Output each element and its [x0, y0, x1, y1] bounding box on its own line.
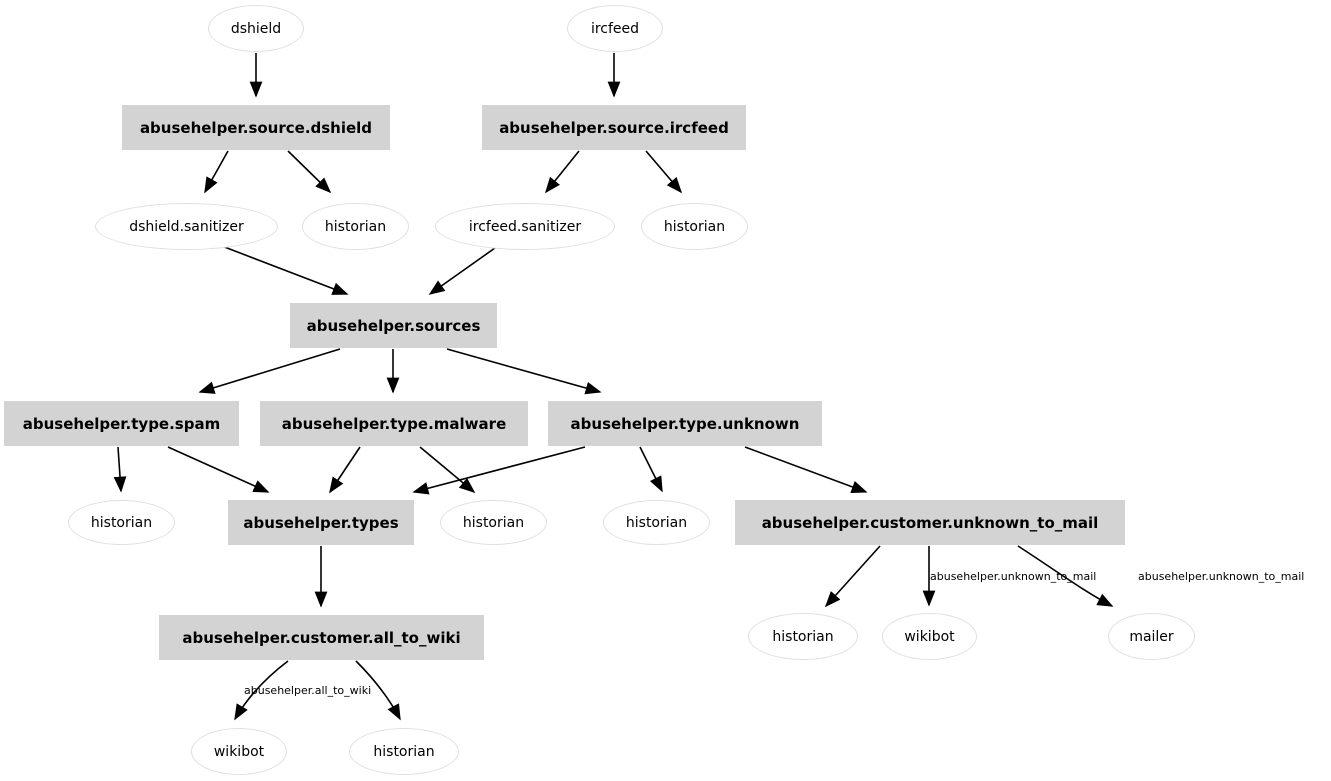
edge-src_ircfeed-to-ircfeed_sanitizer	[544, 150, 580, 194]
edge-cust_unknown_mail-to-historian_f	[824, 545, 881, 608]
edge-src_ircfeed-to-historian_b	[645, 150, 683, 194]
node-label: historian	[90, 514, 153, 531]
edge-dshield_sanitizer-to-sources	[213, 242, 349, 295]
edge-sources-to-type_unknown	[446, 348, 602, 395]
node-cust_all_wiki[interactable]: abusehelper.customer.all_to_wiki	[159, 615, 484, 660]
node-ircfeed[interactable]: ircfeed	[567, 5, 663, 52]
edge-cust_unknown_mail-to-mailer	[1017, 545, 1114, 607]
edge-type_malware-to-types	[329, 446, 361, 494]
edge-type_spam-to-historian_c	[113, 446, 127, 493]
node-type_unknown[interactable]: abusehelper.type.unknown	[548, 401, 822, 446]
label-all-to-wiki: abusehelper.all_to_wiki	[244, 684, 372, 697]
node-historian_b[interactable]: historian	[641, 203, 748, 250]
edge-cust_all_wiki-to-wikibot_b	[234, 660, 289, 721]
node-historian_f[interactable]: historian	[748, 613, 858, 660]
node-historian_a[interactable]: historian	[302, 203, 409, 250]
node-type_spam[interactable]: abusehelper.type.spam	[4, 401, 239, 446]
node-label: historian	[462, 514, 525, 531]
node-historian_e[interactable]: historian	[603, 500, 710, 545]
edge-type_unknown-to-cust_unknown_mail	[744, 446, 868, 493]
node-label: abusehelper.type.spam	[22, 414, 221, 433]
node-label: historian	[663, 218, 726, 235]
node-mailer[interactable]: mailer	[1108, 613, 1195, 660]
node-sources[interactable]: abusehelper.sources	[290, 303, 497, 348]
node-label: abusehelper.type.unknown	[570, 414, 800, 433]
edge-sources-to-type_spam	[198, 348, 341, 394]
edge-src_dshield-to-historian_a	[287, 150, 332, 194]
node-dshield_sanitizer[interactable]: dshield.sanitizer	[95, 203, 278, 250]
node-label: historian	[373, 743, 435, 760]
node-cust_unknown_mail[interactable]: abusehelper.customer.unknown_to_mail	[735, 500, 1125, 545]
edge-cust_all_wiki-to-historian_g	[355, 660, 401, 721]
edge-type_spam-to-types	[167, 446, 270, 493]
node-label: abusehelper.type.malware	[281, 414, 507, 433]
node-wikibot_a[interactable]: wikibot	[882, 613, 977, 660]
label-unknown-to-mail-1: abusehelper.unknown_to_mail	[930, 570, 1097, 583]
node-ircfeed_sanitizer[interactable]: ircfeed.sanitizer	[435, 203, 615, 250]
edge-type_unknown-to-historian_e	[639, 446, 663, 493]
node-label: wikibot	[213, 743, 265, 760]
node-dshield[interactable]: dshield	[208, 5, 304, 52]
node-label: abusehelper.customer.all_to_wiki	[182, 628, 461, 647]
node-src_dshield[interactable]: abusehelper.source.dshield	[122, 105, 390, 150]
node-label: historian	[625, 514, 688, 531]
node-src_ircfeed[interactable]: abusehelper.source.ircfeed	[482, 105, 746, 150]
node-label: abusehelper.sources	[306, 316, 481, 335]
node-label: abusehelper.source.dshield	[139, 118, 373, 137]
node-label: mailer	[1129, 628, 1174, 645]
node-label: abusehelper.source.ircfeed	[499, 118, 729, 137]
node-label: historian	[772, 628, 834, 645]
node-historian_g[interactable]: historian	[349, 728, 459, 775]
node-wikibot_b[interactable]: wikibot	[191, 728, 287, 775]
edge-src_dshield-to-dshield_sanitizer	[204, 150, 229, 194]
node-historian_c[interactable]: historian	[68, 500, 175, 545]
node-types[interactable]: abusehelper.types	[228, 500, 414, 545]
node-label: historian	[324, 218, 387, 235]
node-label: dshield.sanitizer	[129, 218, 244, 235]
node-label: abusehelper.customer.unknown_to_mail	[761, 513, 1099, 532]
edge-paths	[113, 53, 1114, 721]
node-label: ircfeed	[590, 20, 640, 37]
node-label: dshield	[230, 20, 282, 37]
edge-type_unknown-to-types	[412, 446, 586, 495]
edge-ircfeed_sanitizer-to-sources	[428, 242, 503, 295]
node-label: ircfeed.sanitizer	[468, 218, 582, 235]
node-type_malware[interactable]: abusehelper.type.malware	[260, 401, 528, 446]
edge-type_malware-to-historian_d	[419, 446, 476, 494]
label-unknown-to-mail-2: abusehelper.unknown_to_mail	[1138, 570, 1305, 583]
node-historian_d[interactable]: historian	[440, 500, 547, 545]
node-label: abusehelper.types	[243, 513, 399, 532]
node-label: wikibot	[904, 628, 955, 645]
